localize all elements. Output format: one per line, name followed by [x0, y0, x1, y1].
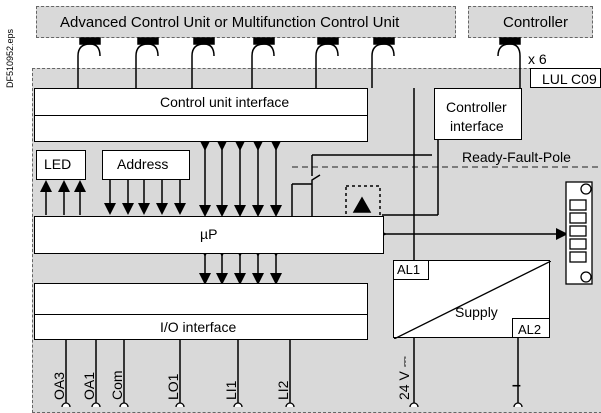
al1-label: AL1: [397, 262, 421, 277]
supply-label: Supply: [455, 304, 498, 320]
terminal-li2: LI2: [275, 380, 291, 400]
module-name: LUL C09: [542, 71, 597, 87]
controller-interface-box: [434, 88, 522, 140]
terminal-block-icon: [565, 181, 593, 285]
control-unit-interface-label: Control unit interface: [160, 94, 290, 110]
rj45-connectors: [77, 37, 521, 88]
optocoupler-icon: [196, 119, 247, 300]
terminal-lo1: LO1: [165, 373, 181, 400]
supply-box: [393, 260, 551, 339]
controller-interface-label-2: interface: [450, 118, 504, 134]
controller-header-box: [468, 6, 593, 38]
terminal-oa1: OA1: [81, 371, 97, 400]
terminal-oa3: OA3: [51, 371, 67, 400]
controller-header: Controller: [503, 14, 569, 31]
al2-label: AL2: [518, 322, 542, 337]
terminal-com: Com: [109, 370, 125, 400]
multiplier-label: x 6: [528, 51, 547, 67]
figure-id: DF510952.eps: [5, 28, 15, 88]
microprocessor-box: [34, 216, 384, 254]
terminal-circles: [61, 402, 523, 407]
control-unit-header: Advanced Control Unit or Multifunction C…: [60, 14, 400, 31]
ready-fault-pole-label: Ready-Fault-Pole: [462, 149, 571, 165]
led-label: LED: [44, 156, 72, 172]
terminal-minus: –: [512, 377, 521, 394]
io-interface-box: [34, 283, 368, 340]
controller-interface-label-1: Controller: [446, 99, 507, 115]
led-box: [36, 150, 86, 180]
control-unit-header-box: [36, 6, 456, 38]
io-interface-label: I/O interface: [160, 319, 237, 335]
terminal-24v: 24 V ⎓: [396, 356, 412, 400]
address-label: Address: [117, 156, 169, 172]
address-box: [102, 150, 190, 180]
terminal-li1: LI1: [223, 380, 239, 400]
control-unit-interface-box: [34, 88, 368, 142]
microprocessor-label: µP: [200, 226, 218, 242]
